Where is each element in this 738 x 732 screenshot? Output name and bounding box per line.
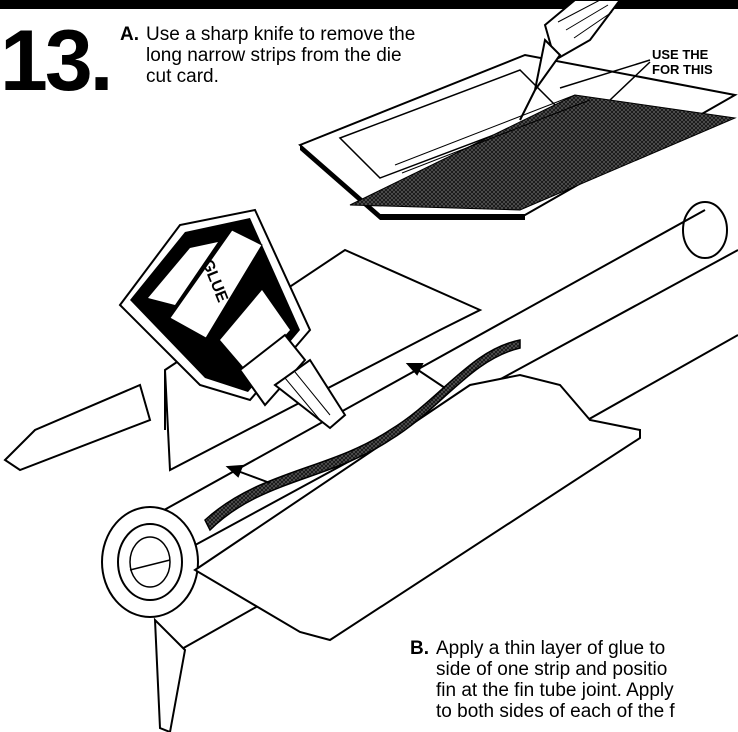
hobby-knife bbox=[519, 0, 622, 121]
step-b-instruction: B. Apply a thin layer of glue to side of… bbox=[410, 638, 738, 722]
step-b-label: B. bbox=[410, 638, 429, 659]
die-cut-card bbox=[298, 53, 738, 220]
step-a-label: A. bbox=[120, 24, 139, 45]
strip-callout-label: USE THE FOR THIS bbox=[652, 47, 713, 77]
step-a-instruction: A. Use a sharp knife to remove the long … bbox=[120, 24, 490, 87]
step-number: 13. bbox=[0, 13, 114, 109]
top-border-bar bbox=[0, 0, 738, 9]
direction-arrows bbox=[225, 363, 446, 484]
callout-arrows bbox=[559, 59, 651, 101]
step-a-text: Use a sharp knife to remove the long nar… bbox=[146, 24, 416, 87]
glue-bottle: GLUE bbox=[118, 208, 347, 430]
step-b-text: Apply a thin layer of glue to side of on… bbox=[436, 638, 675, 722]
rocket-fins bbox=[3, 248, 641, 732]
glue-strip bbox=[204, 339, 521, 532]
